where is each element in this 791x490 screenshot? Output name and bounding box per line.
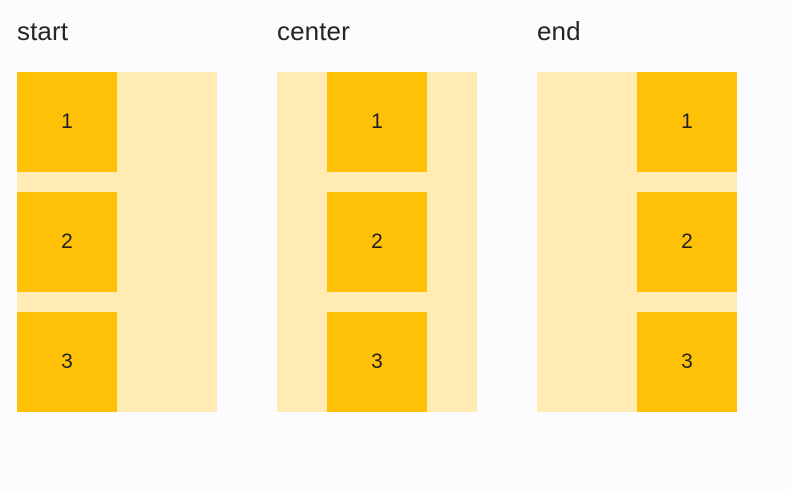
box-item: 3 xyxy=(17,312,117,412)
box-item: 1 xyxy=(17,72,117,172)
box-item: 3 xyxy=(637,312,737,412)
box-item: 1 xyxy=(637,72,737,172)
align-container-start: 1 2 3 xyxy=(17,72,217,412)
align-container-end: 1 2 3 xyxy=(537,72,737,412)
align-container-center: 1 2 3 xyxy=(277,72,477,412)
column-label-start: start xyxy=(17,16,69,46)
column-label-center: center xyxy=(277,16,350,46)
column-label-end: end xyxy=(537,16,581,46)
box-item: 1 xyxy=(327,72,427,172)
box-item: 2 xyxy=(327,192,427,292)
box-item: 2 xyxy=(637,192,737,292)
box-item: 3 xyxy=(327,312,427,412)
box-item: 2 xyxy=(17,192,117,292)
